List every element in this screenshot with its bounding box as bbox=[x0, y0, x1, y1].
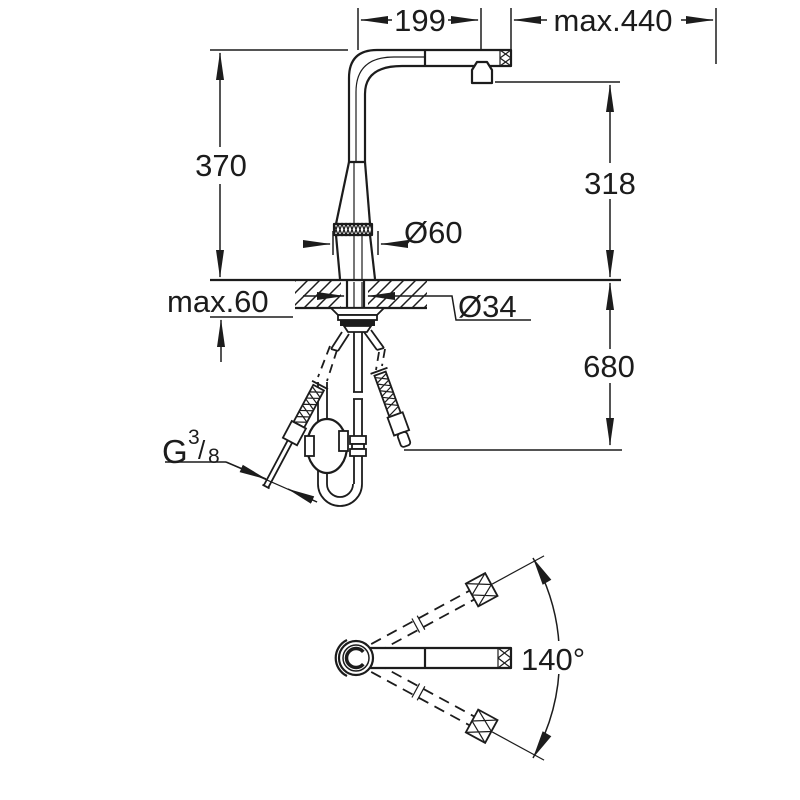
mounting-flange bbox=[328, 307, 387, 333]
thread-g-label: G bbox=[162, 433, 188, 470]
faucet-body bbox=[332, 48, 513, 308]
dim-199-label: 199 bbox=[394, 3, 446, 38]
dim-max60-label: max.60 bbox=[167, 284, 269, 319]
dim-hole-diameter: Ø34 bbox=[303, 289, 531, 324]
arc-arrow-top bbox=[533, 558, 552, 585]
body-left bbox=[334, 161, 351, 225]
spout-bar bbox=[366, 646, 513, 670]
deck-hatch-left bbox=[295, 281, 341, 307]
swivel-arm-lower bbox=[370, 662, 545, 761]
hose-dashes-right bbox=[375, 348, 386, 371]
swivel-base bbox=[334, 639, 375, 677]
dim-height-above-deck: 370 bbox=[195, 52, 247, 278]
under-counter-assembly: G 3 / 8 bbox=[162, 307, 412, 507]
aerator-end bbox=[499, 49, 512, 67]
hose-weight bbox=[304, 417, 349, 475]
base-left bbox=[334, 234, 342, 280]
outlet-stub-left bbox=[330, 331, 350, 352]
swivel-angle: 140° bbox=[516, 557, 596, 759]
pullout-hose bbox=[349, 332, 367, 484]
dim-140deg-label: 140° bbox=[521, 642, 585, 677]
extension-lines bbox=[210, 8, 717, 451]
top-view: 140° bbox=[334, 555, 596, 761]
dim-hose-length: 680 bbox=[583, 282, 635, 446]
counter-deck: max.60 bbox=[167, 278, 621, 362]
thread-denominator: 8 bbox=[208, 445, 220, 468]
swivel-arm-upper bbox=[370, 555, 545, 654]
dim-max-pullout: max.440 bbox=[513, 3, 714, 38]
arc-arrow-bottom bbox=[533, 731, 552, 758]
body-right bbox=[363, 161, 372, 225]
supply-hose-left bbox=[262, 379, 329, 490]
dim-370-label: 370 bbox=[195, 148, 247, 183]
hose-dashes-left bbox=[317, 345, 338, 382]
front-view: 199 max.440 370 318 680 bbox=[162, 3, 717, 507]
dim-body-diameter: Ø60 bbox=[303, 215, 463, 255]
dim-680-label: 680 bbox=[583, 349, 635, 384]
dim-d34-label: Ø34 bbox=[458, 289, 517, 324]
dim-spout-reach: 199 bbox=[360, 3, 479, 38]
thread-callout: G 3 / 8 bbox=[162, 426, 318, 504]
spray-outlet bbox=[470, 60, 494, 85]
escutcheon-band bbox=[332, 222, 374, 237]
thread-numerator: 3 bbox=[188, 426, 200, 449]
outlet-stub-right bbox=[363, 329, 385, 351]
dim-d60-label: Ø60 bbox=[404, 215, 463, 250]
dim-outlet-height: 318 bbox=[584, 84, 636, 278]
deck-hatch-right bbox=[368, 281, 427, 307]
dim-318-label: 318 bbox=[584, 166, 636, 201]
base-right bbox=[368, 234, 377, 280]
supply-hose-right bbox=[370, 366, 412, 448]
thread-slash: / bbox=[198, 435, 206, 465]
dim-max440-label: max.440 bbox=[554, 3, 673, 38]
label-mask bbox=[516, 641, 596, 674]
